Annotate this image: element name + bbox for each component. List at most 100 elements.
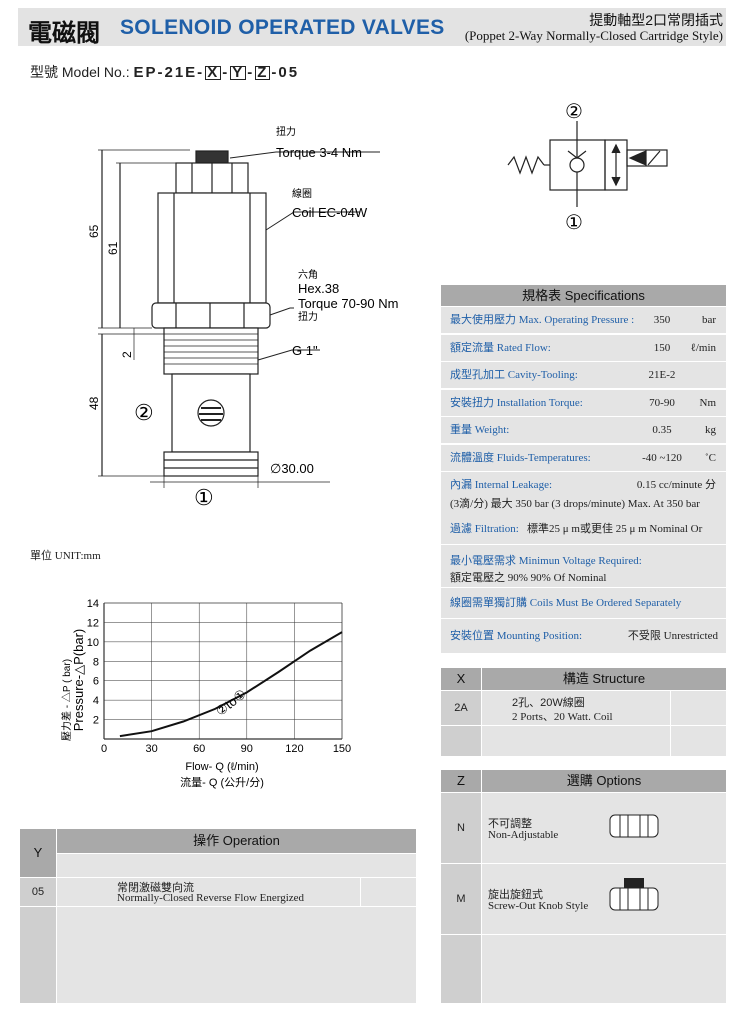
x-tick-label: 150 — [333, 743, 351, 755]
y-tick-label: 14 — [87, 598, 99, 610]
structure-desc: 2孔、20W線圈 2 Ports、20 Watt. Coil — [482, 691, 670, 725]
leakage-value: 0.15 cc/minute 分 — [636, 479, 716, 491]
valve-drawing: 扭力 Torque 3-4 Nm 線圈 Coil EC-04W 六角 Hex.3… — [87, 125, 398, 510]
model-prefix: EP-21E- — [133, 64, 205, 81]
nut-icon — [609, 814, 659, 838]
hex-torque-en: Torque 70-90 Nm — [298, 296, 398, 311]
x-tick-label: 30 — [145, 743, 157, 755]
option-n-code: N — [441, 793, 481, 863]
operation-extra — [361, 878, 416, 906]
structure-extra — [671, 691, 726, 725]
option-m-code: M — [441, 864, 481, 934]
spec-row: 流體溫度 Fluids-Temperatures: -40 ~120 ˚C — [441, 445, 726, 472]
title-cn: 電磁閥 — [28, 20, 100, 47]
spec-value: 21E-2 — [648, 369, 676, 381]
drawing-port1: ① — [194, 485, 214, 510]
y-tick-label: 4 — [93, 695, 99, 707]
operation-desc-cn: 常閉激磁雙向流 — [117, 882, 194, 894]
operation-title: 操作 Operation — [57, 829, 416, 853]
operation-blank-key — [20, 907, 56, 1003]
spec-label: 重量 Weight: — [450, 424, 510, 436]
voltage-label: 最小電壓需求 Minimun Voltage Required: — [450, 555, 642, 567]
hydraulic-symbol: ② ① — [507, 101, 668, 234]
options-blank — [482, 935, 726, 1003]
hex-torque-cn: 扭力 — [298, 310, 318, 323]
structure-blank-key — [441, 726, 481, 756]
model-y: Y — [230, 64, 247, 81]
spec-unit: bar — [701, 314, 716, 326]
structure-blank — [482, 726, 670, 756]
x-tick-label: 120 — [285, 743, 303, 755]
series-line — [119, 631, 343, 738]
spec-label: 最大使用壓力 Max. Operating Pressure : — [450, 314, 635, 326]
structure-code: 2A — [441, 691, 481, 725]
spec-row: 成型孔加工 Cavity-Tooling: 21E-2 — [441, 362, 726, 389]
operation-key: Y — [20, 829, 56, 877]
mounting-label: 安裝位置 Mounting Position: — [450, 630, 583, 642]
torque-en: Torque 3-4 Nm — [276, 145, 362, 160]
spec-row: 最大使用壓力 Max. Operating Pressure : 350 bar — [441, 307, 726, 334]
model-z: Z — [255, 64, 271, 81]
spec-label: 安裝扭力 Installation Torque: — [450, 397, 583, 409]
coils-note: 線圈需單獨訂購 Coils Must Be Ordered Separately — [450, 597, 682, 609]
spec-unit: kg — [705, 424, 716, 436]
spec-filtration: 過濾 Filtration: 標準25 μ m或更佳 25 μ m Nomina… — [441, 514, 726, 565]
operation-blank — [57, 907, 416, 1003]
option-m: 旋出旋鈕式 Screw-Out Knob Style — [482, 864, 726, 934]
structure-desc-cn: 2孔、20W線圈 — [512, 697, 585, 709]
structure-key: X — [441, 668, 481, 690]
y-tick-label: 12 — [87, 617, 99, 629]
subtitle-en: (Poppet 2-Way Normally-Closed Cartridge … — [464, 28, 723, 43]
model-x: X — [205, 64, 222, 81]
structure-title: 構造 Structure — [482, 668, 726, 690]
y-tick-label: 2 — [93, 715, 99, 727]
leakage-label: 內漏 Internal Leakage: — [450, 479, 553, 491]
chart-ylabel-cn: 壓力差 - △P ( bar) — [60, 659, 73, 741]
operation-subhead — [57, 854, 416, 877]
model-label: 型號 Model No.: — [30, 64, 130, 80]
dim-65: 65 — [87, 224, 101, 238]
spec-unit: ˚C — [705, 452, 716, 464]
chart-ylabel-en: Pressure-△P(bar) — [71, 629, 86, 731]
chart-xlabel-en: Flow- Q (ℓ/min) — [185, 761, 258, 773]
operation-desc: 常閉激磁雙向流 Normally-Closed Reverse Flow Ene… — [57, 878, 360, 906]
spec-label: 成型孔加工 Cavity-Tooling: — [450, 369, 578, 381]
dim-61: 61 — [106, 241, 120, 255]
specs-header: 規格表 Specifications — [441, 285, 726, 306]
drawing-port2: ② — [134, 400, 154, 425]
option-m-en: Screw-Out Knob Style — [488, 900, 589, 912]
y-tick-label: 10 — [87, 637, 99, 649]
structure-desc-en: 2 Ports、20 Watt. Coil — [512, 711, 613, 723]
spec-value: 150 — [653, 342, 671, 354]
thread-label: G 1" — [292, 343, 318, 358]
options-blank-key — [441, 935, 481, 1003]
subtitle-cn: 提動軸型2口常閉插式 — [589, 12, 723, 28]
spec-mounting: 安裝位置 Mounting Position: 不受限 Unrestricted — [441, 619, 726, 654]
knob-nut-icon — [609, 878, 659, 911]
chart-xlabel-cn: 流量- Q (公升/分) — [180, 775, 264, 789]
spec-value: -40 ~120 — [642, 452, 682, 464]
option-n-cn: 不可調整 — [488, 818, 532, 830]
unit-label: 單位 UNIT:mm — [30, 550, 101, 562]
spec-value: 350 — [653, 314, 671, 326]
options-title: 選購 Options — [482, 770, 726, 792]
model-suffix: -05 — [271, 64, 300, 81]
x-tick-label: 60 — [193, 743, 205, 755]
coil-cn: 線圈 — [292, 187, 312, 200]
spec-row: 重量 Weight: 0.35 kg — [441, 417, 726, 444]
x-tick-label: 0 — [101, 743, 107, 755]
voltage-value: 額定電壓之 90% 90% Of Nominal — [450, 572, 607, 584]
header-bar — [18, 8, 726, 46]
spec-label: 流體溫度 Fluids-Temperatures: — [450, 452, 591, 464]
x-tick-label: 90 — [241, 743, 253, 755]
spec-value: 0.35 — [652, 424, 672, 436]
symbol-port1: ① — [565, 212, 583, 234]
option-n-en: Non-Adjustable — [488, 829, 559, 841]
title-en: SOLENOID OPERATED VALVES — [120, 16, 445, 39]
leakage-line2: (3滴/分) 最大 350 bar (3 drops/minute) Max. … — [450, 498, 700, 510]
chart-annotation: ②to① — [213, 686, 249, 719]
y-tick-label: 6 — [93, 676, 99, 688]
